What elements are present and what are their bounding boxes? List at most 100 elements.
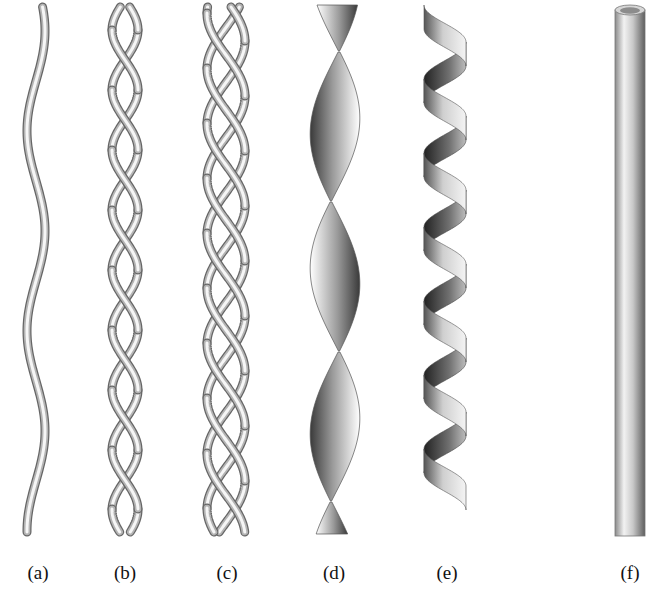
- ribbon-group: [310, 5, 466, 534]
- strand-outline: [112, 270, 138, 330]
- strand-highlight: [112, 450, 138, 509]
- strand-highlight: [112, 150, 138, 210]
- strand-highlight: [112, 210, 138, 270]
- strand-outline: [112, 450, 138, 509]
- strand-shade: [112, 450, 138, 509]
- strand-piece: [112, 150, 138, 210]
- strand-outline: [112, 150, 138, 210]
- strand-highlight: [112, 150, 138, 210]
- strand-highlight: [112, 330, 138, 390]
- helical-ribbon-front: [424, 227, 466, 288]
- strand-piece: [231, 7, 245, 41]
- strand-shade: [112, 330, 138, 390]
- strand-group: [27, 7, 245, 532]
- strand-highlight: [112, 450, 138, 509]
- strand-shade: [112, 150, 138, 210]
- strand-piece: [112, 270, 138, 330]
- strand-highlight: [27, 7, 45, 532]
- strand-highlight: [112, 330, 138, 390]
- strand-highlight: [112, 210, 138, 270]
- strand-outline: [112, 90, 138, 150]
- panel-label: (c): [216, 562, 237, 584]
- strand-highlight: [112, 30, 138, 90]
- twisted-ribbon-lobe: [310, 202, 360, 351]
- strand-shade: [207, 13, 245, 96]
- strand-piece: [112, 390, 138, 450]
- strand-outline: [112, 30, 138, 90]
- strand-highlight: [207, 178, 245, 261]
- strand-piece: [112, 210, 138, 270]
- strand-shade: [112, 450, 138, 509]
- strand-shade: [231, 7, 245, 41]
- twisted-ribbon-lobe: [316, 502, 347, 534]
- strand-piece: [112, 450, 138, 509]
- strand-outline: [112, 450, 138, 509]
- strand-shade: [27, 7, 45, 532]
- helical-ribbon-front: [424, 5, 466, 66]
- strand-shade: [130, 7, 138, 30]
- strand-shade: [112, 270, 138, 330]
- strand-highlight: [112, 270, 138, 330]
- panel-label: (e): [436, 562, 457, 584]
- strand-piece: [112, 509, 120, 532]
- strand-piece: [207, 343, 245, 426]
- strand-outline: [112, 210, 138, 270]
- strand-piece: [112, 330, 138, 390]
- strand-shade: [112, 210, 138, 270]
- strand-outline: [112, 30, 138, 90]
- strand-piece: [112, 30, 138, 90]
- helical-ribbon-front: [424, 153, 466, 214]
- helical-ribbon-front: [424, 301, 466, 362]
- strand-piece: [130, 7, 138, 30]
- strand-outline: [112, 509, 120, 532]
- twisted-ribbon-lobe: [310, 352, 360, 501]
- strand-piece: [207, 13, 245, 96]
- strand-shade: [112, 330, 138, 390]
- strand-outline: [112, 90, 138, 150]
- strand-outline: [112, 390, 138, 450]
- strand-shade: [112, 509, 120, 532]
- strand-piece: [112, 270, 138, 330]
- strand-shade: [112, 210, 138, 270]
- strand-shade: [112, 90, 138, 150]
- strand-shade: [112, 30, 138, 90]
- twisted-ribbon-lobe: [317, 5, 357, 51]
- strand-piece: [112, 30, 138, 90]
- strand-outline: [207, 13, 245, 96]
- tube-body: [615, 10, 645, 536]
- strand-highlight: [112, 390, 138, 450]
- strand-outline: [112, 210, 138, 270]
- strand-highlight: [112, 90, 138, 150]
- strand-outline: [207, 178, 245, 261]
- panel-label: (b): [114, 562, 136, 584]
- strand-piece: [112, 450, 138, 509]
- strand-shade: [207, 343, 245, 426]
- strand-outline: [112, 330, 138, 390]
- strand-outline: [207, 343, 245, 426]
- strand-shade: [112, 150, 138, 210]
- strand-shade: [112, 90, 138, 150]
- strand-piece: [112, 150, 138, 210]
- strand-outline: [112, 150, 138, 210]
- strand-piece: [112, 90, 138, 150]
- twisted-ribbon-lobe: [310, 52, 360, 201]
- strand-piece: [207, 178, 245, 261]
- strand-shade: [207, 178, 245, 261]
- helical-ribbon-front: [424, 375, 466, 436]
- strand-highlight: [231, 7, 245, 41]
- strand-piece: [112, 210, 138, 270]
- strand-highlight: [207, 13, 245, 96]
- strand-highlight: [112, 509, 120, 532]
- strand-piece: [207, 508, 214, 532]
- strand-shade: [207, 508, 214, 532]
- tube-bore: [620, 7, 640, 13]
- strand-outline: [231, 7, 245, 41]
- strand-shade: [112, 390, 138, 450]
- strand-outline: [130, 7, 138, 30]
- panel-label: (f): [621, 562, 640, 584]
- strand-outline: [207, 508, 214, 532]
- strand-piece: [27, 7, 45, 532]
- strand-outline: [112, 270, 138, 330]
